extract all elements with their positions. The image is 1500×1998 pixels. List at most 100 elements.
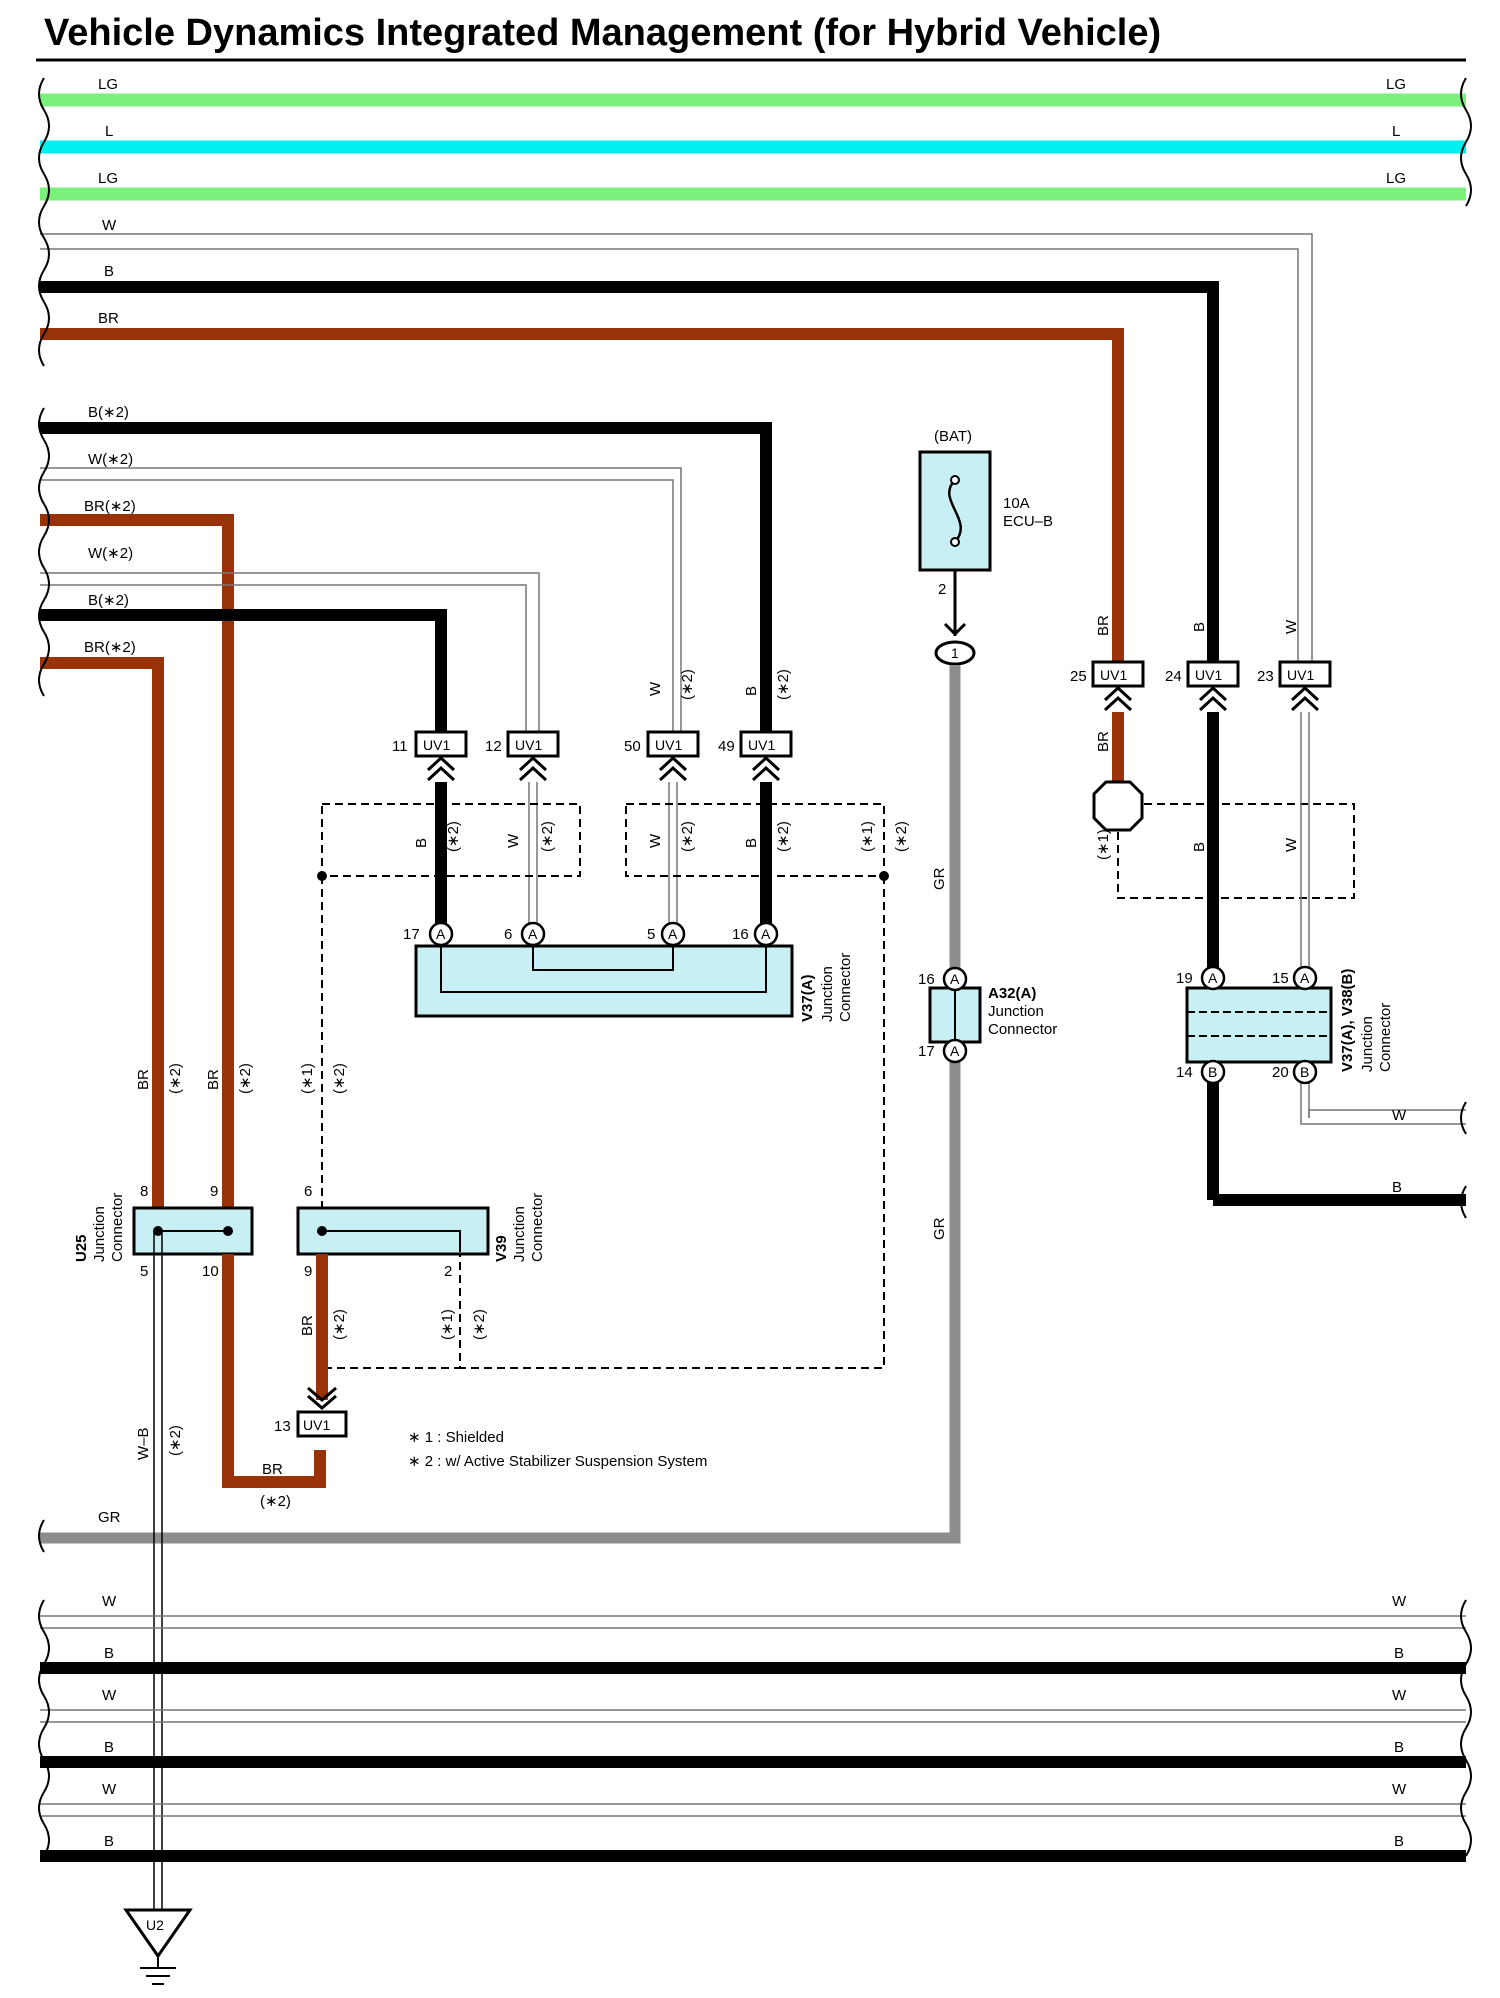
svg-text:BR: BR bbox=[205, 1069, 222, 1090]
svg-text:(∗1): (∗1) bbox=[299, 1063, 316, 1094]
svg-text:Junction: Junction bbox=[988, 1003, 1044, 1020]
wire-b2-1 bbox=[40, 422, 772, 742]
svg-text:5: 5 bbox=[140, 1263, 148, 1280]
svg-text:Connector: Connector bbox=[837, 953, 854, 1022]
label-lg-right-2: LG bbox=[1386, 170, 1406, 187]
svg-text:A: A bbox=[761, 926, 771, 942]
uv1-50-pin: 50 bbox=[624, 738, 641, 755]
svg-text:BR: BR bbox=[135, 1069, 152, 1090]
svg-text:(∗2): (∗2) bbox=[331, 1063, 348, 1094]
svg-text:UV1: UV1 bbox=[1195, 667, 1222, 683]
svg-text:(∗2): (∗2) bbox=[167, 1425, 184, 1456]
label-w2-1: W(∗2) bbox=[88, 451, 133, 468]
svg-text:GR: GR bbox=[931, 867, 948, 890]
v39-connector bbox=[296, 1206, 490, 1438]
svg-text:15: 15 bbox=[1272, 970, 1289, 987]
uv1-11-box bbox=[414, 730, 468, 758]
wire-b-top bbox=[40, 281, 1219, 668]
svg-text:20: 20 bbox=[1272, 1064, 1289, 1081]
top-bus bbox=[40, 93, 1466, 672]
ground-icon bbox=[123, 1908, 193, 1985]
svg-text:A: A bbox=[950, 971, 960, 987]
v37a-connector bbox=[414, 921, 794, 1018]
svg-text:(∗2): (∗2) bbox=[331, 1309, 348, 1340]
svg-text:A: A bbox=[950, 1043, 960, 1059]
uv1-11-name: UV1 bbox=[423, 737, 450, 753]
svg-text:GR: GR bbox=[931, 1217, 948, 1240]
svg-text:A: A bbox=[436, 926, 446, 942]
svg-text:9: 9 bbox=[210, 1183, 218, 1200]
ground-label: U2 bbox=[146, 1917, 164, 1933]
fuse-rating: 10A bbox=[1003, 495, 1030, 512]
svg-text:A: A bbox=[1300, 970, 1310, 986]
uv1-row-center bbox=[414, 730, 793, 782]
svg-text:BR: BR bbox=[1095, 615, 1112, 636]
svg-text:(∗2): (∗2) bbox=[237, 1063, 254, 1094]
label-br2-2: BR(∗2) bbox=[84, 639, 136, 656]
fuse-name: ECU–B bbox=[1003, 513, 1053, 530]
label-b2-2: B(∗2) bbox=[88, 592, 129, 609]
svg-text:(∗2): (∗2) bbox=[679, 821, 696, 852]
wire-br2-2 bbox=[40, 657, 164, 1208]
svg-text:A: A bbox=[528, 926, 538, 942]
v37a-pin-17: 17 bbox=[403, 926, 420, 943]
svg-text:B: B bbox=[1394, 1833, 1404, 1850]
uv1-11-pin: 11 bbox=[392, 738, 408, 755]
svg-text:25: 25 bbox=[1070, 668, 1087, 685]
fuse-circle-pin: 1 bbox=[951, 645, 959, 661]
svg-text:Junction: Junction bbox=[511, 1206, 528, 1262]
svg-text:19: 19 bbox=[1176, 970, 1193, 987]
svg-text:A: A bbox=[668, 926, 678, 942]
u25-connector bbox=[132, 1206, 254, 1918]
break-marks bbox=[38, 77, 1472, 1857]
svg-text:W: W bbox=[647, 681, 664, 696]
label-br-left: BR bbox=[98, 310, 119, 327]
svg-text:(∗2): (∗2) bbox=[471, 1309, 488, 1340]
label-l-right: L bbox=[1392, 123, 1400, 140]
v37a-pin-6: 6 bbox=[504, 926, 512, 943]
svg-text:W: W bbox=[1283, 837, 1300, 852]
svg-text:Junction: Junction bbox=[1359, 1016, 1376, 1072]
uv1-12-box bbox=[506, 730, 560, 758]
svg-text:B: B bbox=[1394, 1739, 1404, 1756]
svg-text:(∗2): (∗2) bbox=[893, 821, 910, 852]
svg-text:(∗2): (∗2) bbox=[775, 821, 792, 852]
uv1-12-pin: 12 bbox=[485, 738, 502, 755]
svg-text:B: B bbox=[1300, 1064, 1309, 1080]
svg-text:UV1: UV1 bbox=[1287, 667, 1314, 683]
svg-text:(∗1): (∗1) bbox=[1095, 829, 1112, 860]
uv1-49-name: UV1 bbox=[748, 737, 775, 753]
svg-text:B: B bbox=[1208, 1064, 1217, 1080]
svg-text:(∗1): (∗1) bbox=[439, 1309, 456, 1340]
svg-text:W: W bbox=[1392, 1107, 1407, 1124]
svg-text:W–B: W–B bbox=[135, 1427, 152, 1460]
svg-text:W: W bbox=[1392, 1687, 1407, 1704]
uv1-row-right bbox=[1091, 660, 1332, 712]
note-1: ∗ 1 : Shielded bbox=[408, 1429, 504, 1446]
wire-w2-2 bbox=[40, 584, 527, 742]
svg-text:BR: BR bbox=[1095, 731, 1112, 752]
wire-w-top-outer bbox=[40, 233, 1313, 672]
svg-text:W: W bbox=[102, 1593, 117, 1610]
svg-text:Junction: Junction bbox=[819, 966, 836, 1022]
svg-text:W: W bbox=[647, 833, 664, 848]
v37a-pin-16: 16 bbox=[732, 926, 749, 943]
v37a-pin-5: 5 bbox=[647, 926, 655, 943]
fuse-source: (BAT) bbox=[934, 428, 972, 445]
uv1-50-name: UV1 bbox=[655, 737, 682, 753]
label-w-left: W bbox=[102, 217, 117, 234]
svg-text:9: 9 bbox=[304, 1263, 312, 1280]
svg-text:(∗1): (∗1) bbox=[859, 821, 876, 852]
svg-text:W: W bbox=[102, 1781, 117, 1798]
svg-text:B: B bbox=[104, 1739, 114, 1756]
svg-text:13: 13 bbox=[274, 1418, 291, 1435]
svg-text:Junction: Junction bbox=[91, 1206, 108, 1262]
svg-text:Connector: Connector bbox=[529, 1193, 546, 1262]
label-b2-1: B(∗2) bbox=[88, 404, 129, 421]
wire-w2-1 bbox=[40, 479, 674, 742]
bottom-bus bbox=[40, 1615, 1466, 1862]
u25-id: U25 bbox=[73, 1234, 90, 1262]
svg-text:B: B bbox=[104, 1833, 114, 1850]
svg-text:W: W bbox=[505, 833, 522, 848]
fuse-ecu-b bbox=[918, 450, 992, 666]
